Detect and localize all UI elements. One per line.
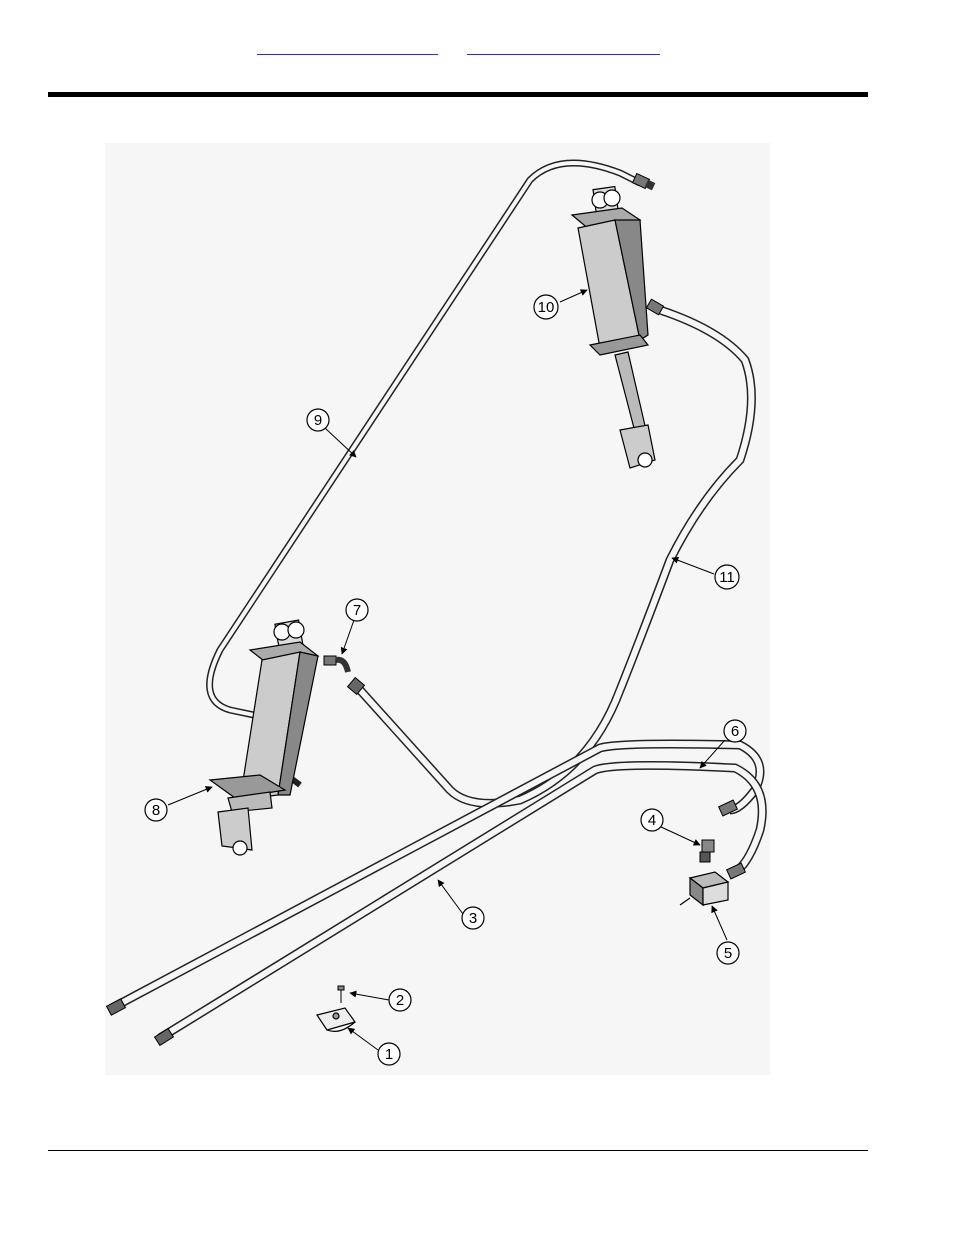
callout-9-label: 9 (314, 412, 322, 429)
callout-1: 1 (378, 1043, 400, 1065)
callout-5-label: 5 (724, 945, 732, 962)
callout-7: 7 (346, 599, 368, 621)
bottom-rule (48, 1150, 868, 1151)
callout-10: 10 (534, 295, 558, 319)
callout-2: 2 (389, 989, 411, 1011)
callout-10-label: 10 (538, 299, 555, 316)
callout-5: 5 (717, 942, 739, 964)
callout-8-label: 8 (152, 802, 160, 819)
callout-8: 8 (145, 799, 167, 821)
drawing-background (105, 143, 770, 1075)
callout-11: 11 (715, 565, 739, 589)
callout-11-label: 11 (719, 569, 735, 586)
callout-4: 4 (641, 809, 663, 831)
callout-1-label: 1 (385, 1046, 393, 1063)
callout-6-label: 6 (731, 723, 739, 740)
callout-3: 3 (462, 907, 484, 929)
callout-3-label: 3 (469, 910, 477, 927)
callout-2-label: 2 (396, 992, 404, 1009)
callout-4-label: 4 (648, 812, 656, 829)
callout-9: 9 (307, 409, 329, 431)
callout-7-label: 7 (353, 602, 361, 619)
callout-6: 6 (724, 720, 746, 742)
